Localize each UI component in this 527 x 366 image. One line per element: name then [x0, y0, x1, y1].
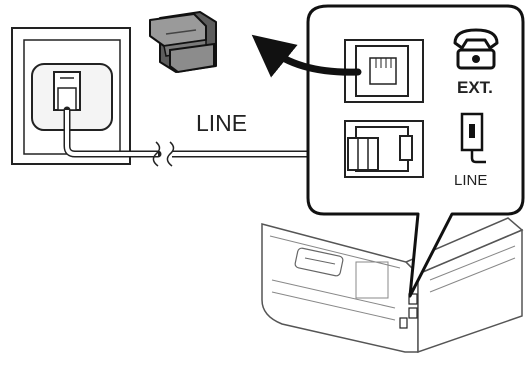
phone-line-icon	[460, 112, 486, 164]
line-port	[344, 120, 424, 178]
ext-port-label: EXT.	[457, 78, 493, 97]
wall-jack-icon	[11, 27, 131, 165]
printer-icon	[261, 217, 524, 354]
telephone-icon	[453, 28, 499, 70]
curved-arrow-icon	[251, 34, 362, 78]
cable-line-label: LINE	[196, 110, 247, 136]
line-port-label: LINE	[454, 172, 487, 189]
port-cap-icon	[149, 11, 217, 74]
